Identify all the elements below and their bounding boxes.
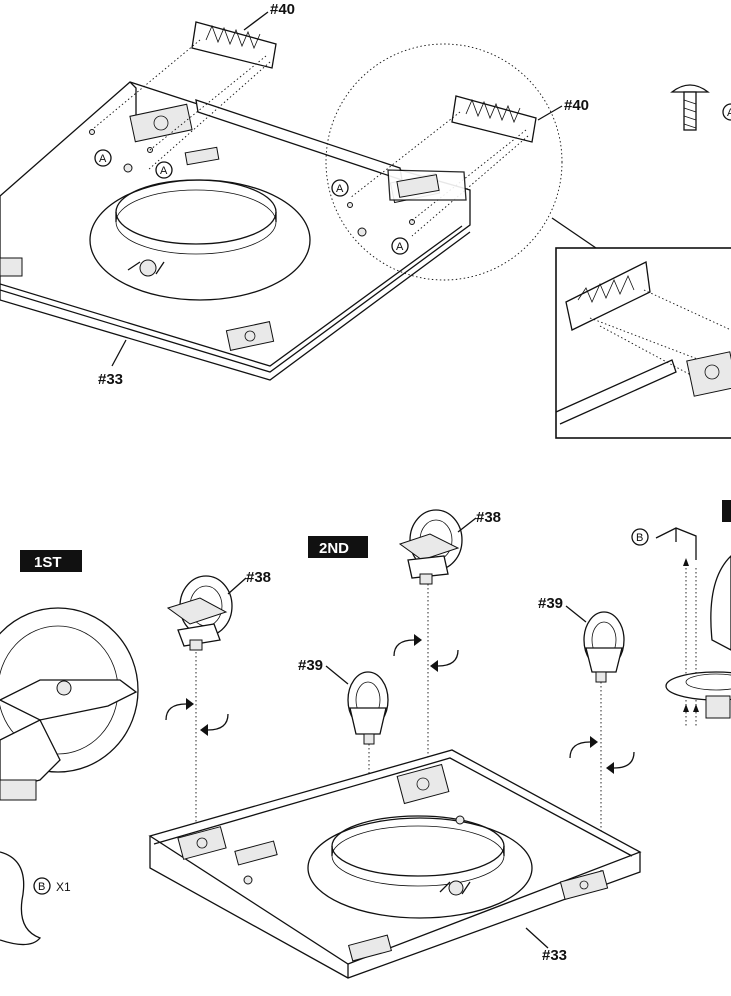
allen-key-b: B: [631, 527, 699, 728]
caster-partial-right: [665, 555, 731, 719]
leader-33-top: [111, 339, 127, 367]
label-39-right: #39: [538, 595, 563, 612]
caster-large-left: [0, 607, 139, 946]
leader-33-bottom: [525, 927, 549, 949]
badge-1st-label: 1ST: [34, 554, 62, 571]
callout-b-qty-circle: [33, 877, 51, 895]
label-39-left: #39: [298, 657, 323, 674]
badge-1st: [20, 550, 82, 572]
caster-38-left: [166, 575, 233, 830]
callout-a1: A: [99, 153, 107, 165]
callouts-a-top: A A A A: [94, 149, 409, 255]
leader-39-left: [325, 665, 349, 685]
callout-b-qty: B: [38, 881, 45, 893]
callout-a3: A: [336, 183, 344, 195]
leader-40-detail: [537, 105, 563, 121]
leader-40-top: [243, 11, 269, 31]
callout-b-key: B: [636, 532, 643, 544]
callout-a-screw: A: [727, 107, 731, 119]
detail-leader-line: [551, 217, 597, 249]
detail-magnifier-circle: [325, 43, 563, 281]
label-40-detail: #40: [564, 97, 589, 114]
callout-a4: A: [396, 241, 404, 253]
screw-icon: A: [670, 84, 731, 131]
badge-2nd: [308, 536, 368, 558]
badge-3rd-partial: [722, 500, 731, 522]
bracket-40-detail: [349, 95, 537, 237]
caster-39-left: [347, 671, 389, 950]
callout-a2: A: [160, 165, 168, 177]
bracket-40-top: [93, 21, 277, 171]
label-40-top: #40: [270, 1, 295, 18]
label-38-left: #38: [246, 569, 271, 586]
label-38-right: #38: [476, 509, 501, 526]
quantity-x1: X1: [56, 880, 71, 894]
label-33-bottom: #33: [542, 947, 567, 964]
detail-inset: [555, 247, 731, 439]
leader-38-left: [227, 577, 247, 595]
leader-38-right: [457, 517, 477, 533]
leader-39-right: [565, 605, 587, 623]
label-33-top: #33: [98, 371, 123, 388]
bottom-base-tray: [148, 749, 642, 979]
caster-38-right: [398, 509, 463, 770]
badge-2nd-label: 2ND: [319, 540, 349, 557]
top-base-tray: [0, 81, 471, 381]
